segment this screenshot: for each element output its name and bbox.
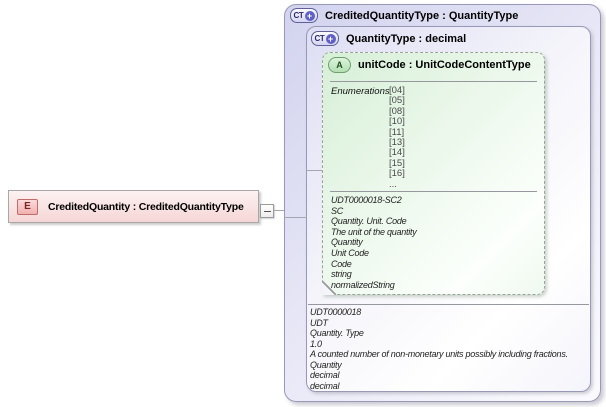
attribute-annotation: UDT0000018-SC2 SC Quantity. Unit. Code T… [331,195,417,290]
attribute-icon: A [328,57,351,73]
complextype-header: CT + CreditedQuantityType : QuantityType [290,8,518,23]
enumerations-list: [04] [05] [08] [10] [11] [13] [14] [15] … [389,85,405,190]
annotation-line: string [331,269,352,280]
minus-icon [264,211,271,212]
enumeration-value: [14] [389,147,405,159]
complextype-header: CT + QuantityType : decimal [311,31,466,46]
enumeration-value: [16] [389,168,405,180]
enumeration-value: [08] [389,105,405,117]
annotation-line: UDT0000018-SC2 [331,195,402,205]
annotation-line: normalizedString [331,279,395,290]
complextype-title: QuantityType : decimal [346,32,467,45]
connector-line [306,170,323,171]
enumeration-value: [15] [389,157,405,169]
enumeration-value: [13] [389,137,405,149]
complextype-icon: CT + [311,31,339,46]
annotation-line: Quantity. Unit. Code [331,216,407,227]
enumeration-value: [11] [389,126,405,138]
ct-icon-label: CT [293,11,304,20]
annotation-line: UDT0000018 [310,307,362,317]
enumerations-label: Enumerations [331,86,390,97]
element-label: CreditedQuantity : CreditedQuantityType [48,200,244,213]
separator [330,81,537,82]
complextype-box-quantitytype[interactable]: CT + QuantityType : decimal A unitCode :… [306,26,591,392]
separator [308,304,589,305]
enumeration-value: [10] [389,116,405,128]
annotation-line: The unit of the quantity [331,226,417,237]
corner-notch [322,281,336,295]
attribute-box-unitcode[interactable]: A unitCode : UnitCodeContentType Enumera… [322,52,545,295]
attribute-header: A unitCode : UnitCodeContentType [328,57,531,73]
annotation-line: 1.0 [310,338,322,349]
annotation-line: Quantity [310,359,342,370]
enumeration-value: ... [389,178,397,190]
annotation-line: Code [331,258,352,269]
annotation-line: Quantity. Type [310,328,364,338]
ct-icon-label: CT [314,34,325,43]
plus-icon: + [304,10,315,21]
complextype-title: CreditedQuantityType : QuantityType [325,9,519,22]
type-annotation: UDT0000018 UDT Quantity. Type 1.0 A coun… [310,307,568,391]
complextype-box-creditedquantitytype[interactable]: CT + CreditedQuantityType : QuantityType… [284,4,601,402]
annotation-line: Quantity [331,237,363,248]
connector-line [284,217,307,218]
annotation-line: decimal [310,370,340,380]
annotation-line: Unit Code [331,247,369,258]
plus-icon: + [325,33,336,44]
enumeration-value: [05] [389,95,405,107]
attribute-title: unitCode : UnitCodeContentType [358,59,531,71]
element-icon: E [17,198,38,215]
element-box-creditedquantity[interactable]: E CreditedQuantity : CreditedQuantityTyp… [8,190,259,223]
annotation-line: UDT [310,317,328,328]
separator [330,191,537,192]
annotation-line: A counted number of non-monetary units p… [310,349,568,359]
connector-line [273,210,285,211]
collapse-handle[interactable] [260,204,274,218]
annotation-line: SC [331,205,344,216]
complextype-icon: CT + [290,8,318,23]
enumeration-value: [04] [389,85,405,96]
annotation-line: decimal [310,380,340,391]
